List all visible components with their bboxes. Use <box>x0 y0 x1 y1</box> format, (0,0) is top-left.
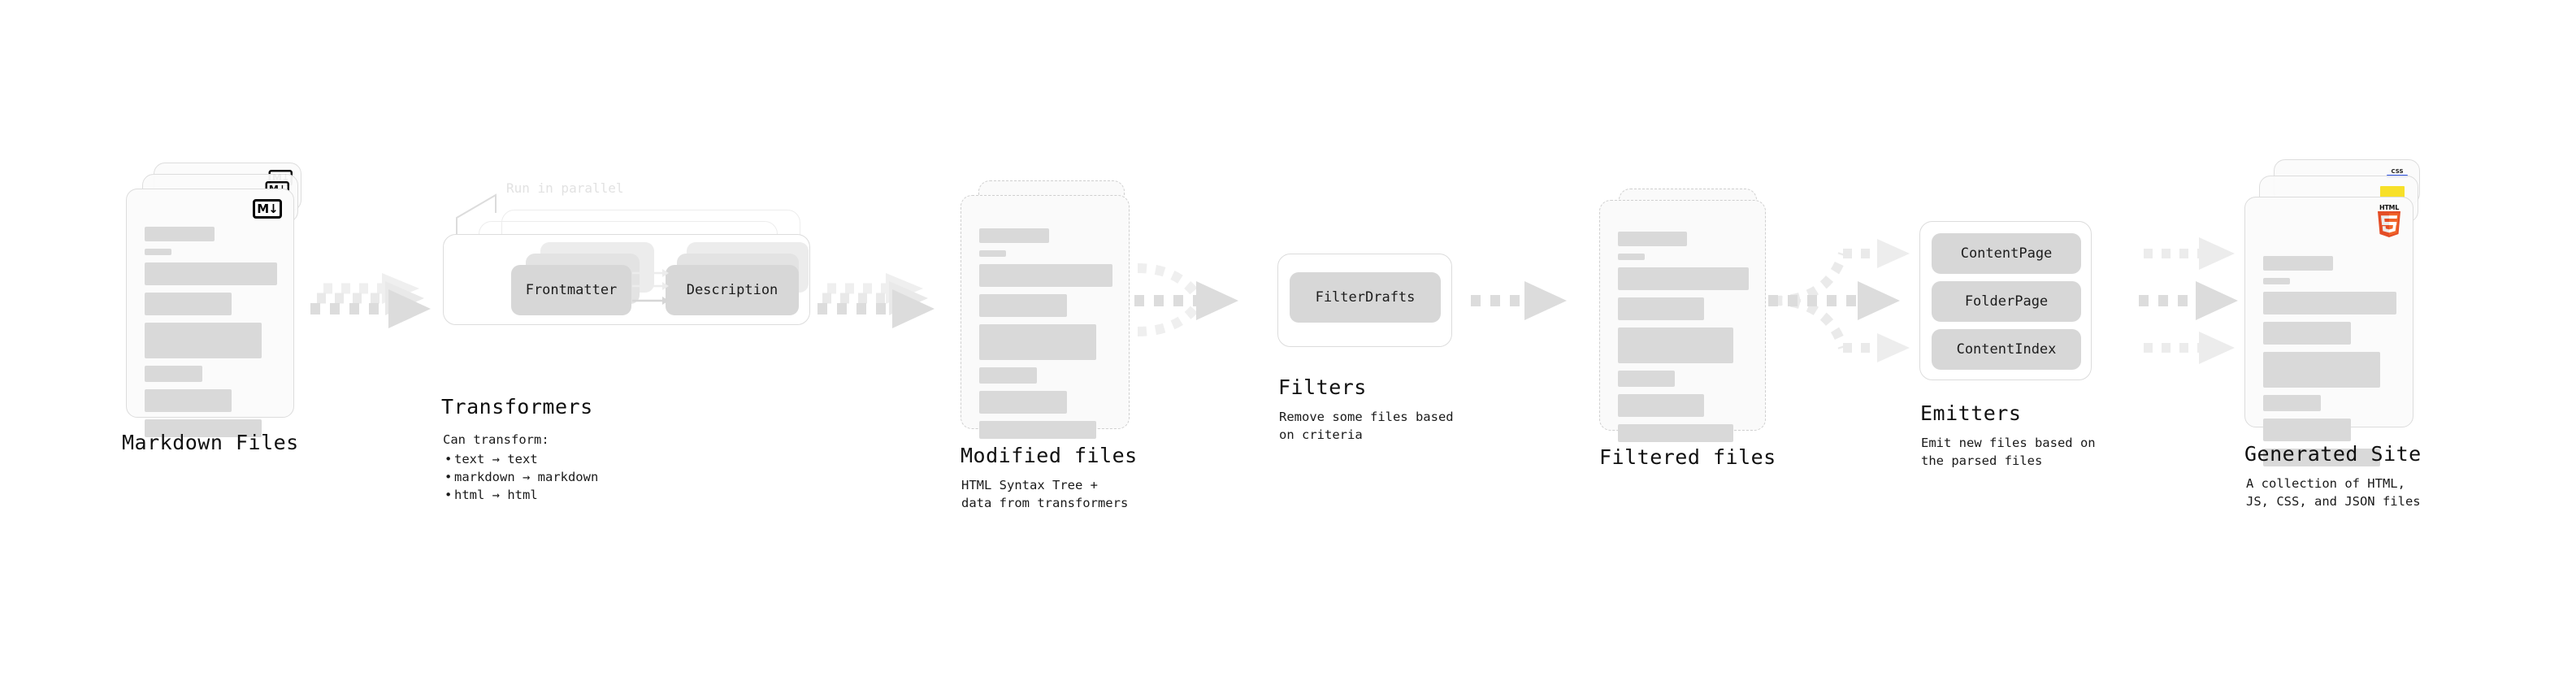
emitter-chip-contentpage[interactable]: ContentPage <box>1932 233 2081 274</box>
chip-label: FolderPage <box>1964 293 2049 310</box>
stage-title: Emitters <box>1920 401 2022 425</box>
stage-subtitle: HTML Syntax Tree + data from transformer… <box>961 478 1129 510</box>
filter-chip-filterdrafts[interactable]: FilterDrafts <box>1290 272 1441 323</box>
arrow-emitters-to-site <box>2139 237 2238 364</box>
transform-list-item: markdown → markdown <box>443 468 598 486</box>
transform-list: Can transform: text → text markdown → ma… <box>443 431 598 504</box>
inner-arrows <box>632 269 669 305</box>
stage-markdown-files: M↓ M↓ M↓ Markdown Files <box>122 163 309 454</box>
modified-card-front <box>961 195 1130 439</box>
stage-title: Modified files <box>961 444 1138 467</box>
filtered-card-front <box>1599 200 1766 442</box>
transform-list-item: text → text <box>443 450 598 468</box>
filters-box: FilterDrafts <box>1277 254 1452 347</box>
stage-subtitle: Emit new files based on the parsed files <box>1921 436 2096 468</box>
stage-generated-site: CSS HTML <box>2244 159 2439 509</box>
emitters-box: ContentPage FolderPage ContentIndex <box>1919 221 2092 380</box>
stage-title: Generated Site <box>2244 442 2422 466</box>
stage-title: Filtered files <box>1599 445 1776 469</box>
markdown-card-front: M↓ <box>126 189 294 437</box>
chip-label: Frontmatter <box>525 282 618 298</box>
html5-shield-icon <box>2378 211 2400 237</box>
html5-badge: HTML <box>2375 204 2403 238</box>
transformer-chip-frontmatter[interactable]: Frontmatter <box>511 265 631 315</box>
site-card-html: HTML <box>2244 197 2413 466</box>
stage-title: Markdown Files <box>122 431 299 454</box>
stage-subtitle: Remove some files based on criteria <box>1279 410 1454 442</box>
chip-label: ContentPage <box>1960 245 2053 262</box>
card-skeleton <box>145 227 279 445</box>
stage-modified-files: Modified files HTML Syntax Tree + data f… <box>961 180 1143 510</box>
chip-label: ContentIndex <box>1956 341 2057 358</box>
arrow-transformers-to-modified <box>817 273 935 328</box>
markdown-badge: M↓ <box>253 199 282 219</box>
html5-badge-label: HTML <box>2379 204 2399 211</box>
stage-subtitle: A collection of HTML, JS, CSS, and JSON … <box>2246 476 2421 509</box>
chip-label: Description <box>686 282 778 298</box>
arrow-filtered-to-emitters <box>1768 239 1910 362</box>
css-badge-label: CSS <box>2391 168 2404 175</box>
transformer-chip-description[interactable]: Description <box>666 265 799 315</box>
transform-list-header: Can transform: <box>443 432 549 447</box>
transform-list-item: html → html <box>443 486 598 504</box>
arrow-modified-to-filters <box>1134 263 1238 336</box>
stage-filtered-files: Filtered files <box>1599 189 1782 469</box>
stage-transformers: Frontmatter Description Run in parallel … <box>441 180 817 504</box>
emitter-chip-folderpage[interactable]: FolderPage <box>1932 281 2081 322</box>
emitter-chip-contentindex[interactable]: ContentIndex <box>1932 329 2081 370</box>
chip-label: FilterDrafts <box>1315 289 1416 306</box>
stage-title: Filters <box>1278 375 1367 399</box>
stage-title: Transformers <box>441 395 593 419</box>
run-in-parallel-label: Run in parallel <box>506 180 624 196</box>
arrow-filters-to-filtered <box>1471 281 1567 320</box>
card-skeleton <box>2263 256 2398 474</box>
card-skeleton <box>1618 232 1750 449</box>
card-skeleton <box>979 228 1114 446</box>
arrow-markdown-to-transformers <box>310 273 431 328</box>
